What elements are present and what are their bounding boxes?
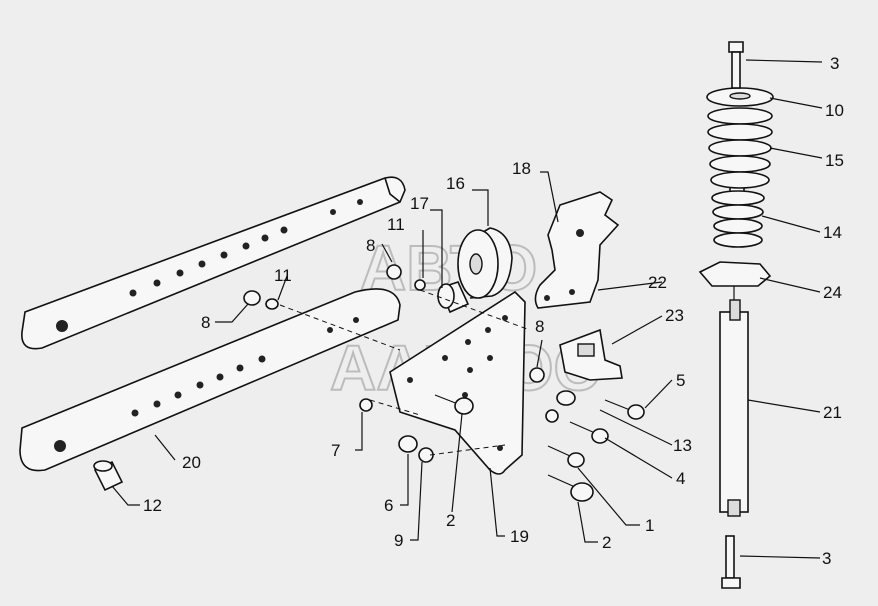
bolt-5 — [604, 399, 645, 420]
callout-16: 16 — [446, 174, 465, 193]
nut-8-right — [529, 367, 545, 383]
callout-8-right: 8 — [535, 317, 544, 336]
callout-3-top: 3 — [830, 54, 839, 73]
callout-19: 19 — [510, 527, 529, 546]
callout-13: 13 — [673, 436, 692, 455]
nut-6 — [398, 435, 418, 453]
centerline-4 — [429, 444, 506, 456]
bolt-2-left — [434, 394, 474, 415]
callout-7: 7 — [331, 441, 340, 460]
callout-21: 21 — [823, 403, 842, 422]
centerline-1 — [279, 304, 401, 351]
bracket-18 — [534, 191, 620, 309]
washer-11-left — [265, 298, 279, 310]
latch-23 — [559, 328, 623, 381]
callout-9: 9 — [394, 531, 403, 550]
washer-near-4 — [545, 409, 559, 423]
upper-link-arm — [21, 176, 406, 350]
lower-link-arm — [19, 288, 401, 472]
leader-lines — [111, 59, 823, 559]
bushing-13 — [556, 390, 576, 406]
callout-17: 17 — [410, 194, 429, 213]
bolt-4 — [569, 421, 609, 444]
callout-5: 5 — [676, 371, 685, 390]
callout-18: 18 — [512, 159, 531, 178]
nut-7 — [359, 398, 373, 412]
callout-6: 6 — [384, 496, 393, 515]
callout-1: 1 — [645, 516, 654, 535]
callout-8-left: 8 — [201, 313, 210, 332]
callouts: 3 10 15 16 17 18 14 11 8 11 8 22 24 23 8… — [143, 54, 844, 568]
bolt-2-right — [547, 474, 594, 502]
nut-8-left — [243, 290, 261, 306]
callout-3-bottom: 3 — [822, 549, 831, 568]
bolt-3-top — [728, 41, 744, 89]
callout-12: 12 — [143, 496, 162, 515]
callout-8-mid: 8 — [366, 236, 375, 255]
callout-11-left: 11 — [274, 266, 292, 285]
washer-11-mid — [414, 279, 426, 291]
callout-23: 23 — [665, 306, 684, 325]
callout-22: 22 — [648, 273, 667, 292]
roller-16 — [457, 227, 513, 299]
nut-8-mid — [386, 264, 402, 280]
callout-2-right: 2 — [602, 533, 611, 552]
callout-2-left: 2 — [446, 511, 455, 530]
bolt-1 — [547, 445, 585, 468]
callout-24: 24 — [823, 283, 842, 302]
callout-15: 15 — [825, 151, 844, 170]
mounting-plate — [389, 290, 526, 475]
spring-assembly — [698, 87, 774, 517]
callout-4: 4 — [676, 469, 685, 488]
bolt-3-bottom — [721, 535, 741, 589]
bushing-12 — [93, 460, 124, 492]
callout-20: 20 — [182, 453, 201, 472]
callout-10: 10 — [825, 101, 844, 120]
callout-11-mid: 11 — [387, 215, 405, 234]
bushing-17 — [437, 281, 470, 314]
centerline-2 — [419, 289, 531, 331]
callout-14: 14 — [823, 223, 842, 242]
